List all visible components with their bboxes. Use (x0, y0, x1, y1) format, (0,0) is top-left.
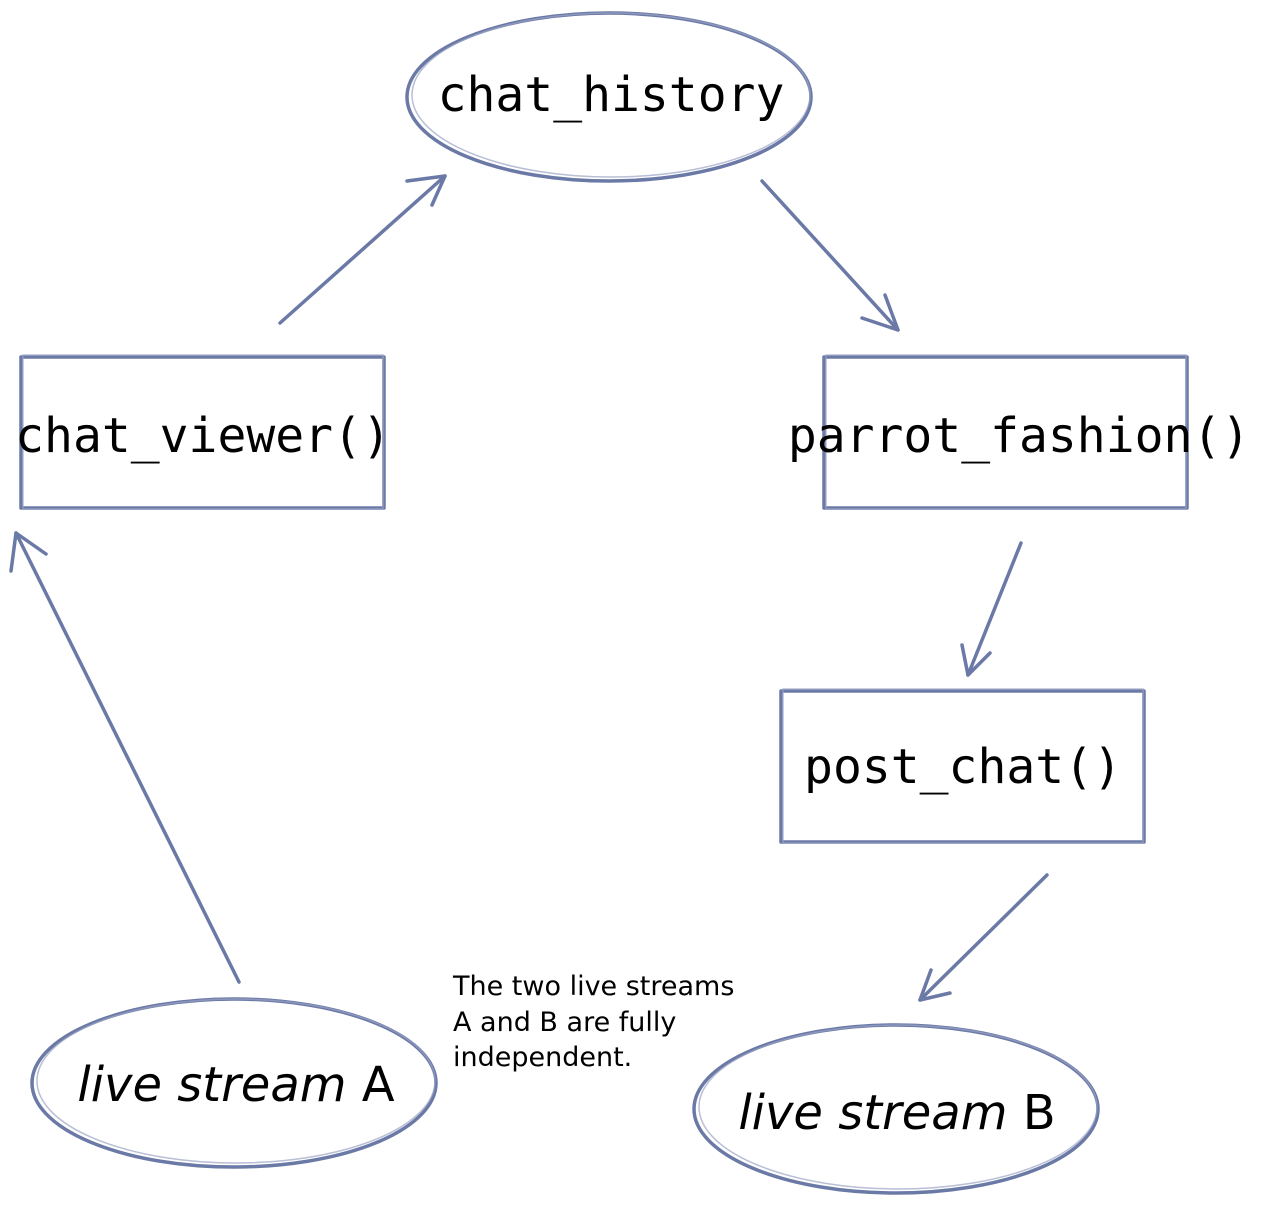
arrow-post-chat-to-stream-b-shaft (918, 873, 1049, 1002)
live-stream-b-italic: live stream (738, 1085, 1007, 1141)
node-parrot-fashion: parrot_fashion() (788, 354, 1250, 510)
arrow-stream-a-to-chat-viewer-shaft (14, 531, 241, 984)
arrow-chat-viewer-to-chat-history (278, 174, 447, 325)
node-post-chat: post_chat() (779, 688, 1146, 844)
arrow-chat-history-to-parrot-fashion-shaft (760, 179, 900, 332)
live-stream-a-italic: live stream (77, 1057, 346, 1113)
live-stream-a-label: live stream A (77, 1057, 394, 1113)
chat-viewer-label: chat_viewer() (15, 408, 391, 464)
live-stream-a-letter: A (362, 1057, 395, 1113)
node-chat-viewer: chat_viewer() (15, 354, 391, 510)
arrow-parrot-fashion-to-post-chat-head (960, 643, 992, 677)
arrow-chat-history-to-parrot-fashion-head (860, 293, 900, 332)
arrow-stream-a-to-chat-viewer-head (9, 531, 48, 573)
arrow-chat-viewer-to-chat-history-head (405, 174, 447, 207)
note-line-1: The two live streams (452, 971, 734, 1002)
note-line-2: A and B are fully (453, 1007, 676, 1038)
arrow-parrot-fashion-to-post-chat-shaft (966, 541, 1023, 677)
post-chat-box-sketch (782, 688, 1144, 844)
chat-history-label: chat_history (438, 67, 785, 123)
arrow-chat-viewer-to-chat-history-shaft (278, 174, 447, 325)
arrow-chat-history-to-parrot-fashion (760, 179, 900, 332)
chat-viewer-box (19, 355, 386, 510)
independence-note: The two live streams A and B are fully i… (452, 971, 743, 1073)
node-live-stream-b: live stream B (692, 1023, 1100, 1195)
parrot-fashion-box (822, 355, 1189, 510)
arrow-post-chat-to-stream-b (918, 873, 1049, 1002)
node-live-stream-a: live stream A (30, 997, 438, 1169)
arrow-stream-a-to-chat-viewer (9, 531, 241, 984)
parrot-fashion-label: parrot_fashion() (788, 408, 1250, 464)
post-chat-box (779, 689, 1146, 844)
post-chat-label: post_chat() (804, 739, 1122, 795)
parrot-fashion-box-sketch (825, 354, 1187, 510)
node-chat-history: chat_history (405, 11, 813, 183)
arrow-post-chat-to-stream-b-head (918, 968, 952, 1002)
live-stream-b-label: live stream B (738, 1085, 1055, 1141)
note-line-3: independent. (453, 1042, 632, 1073)
live-stream-b-ellipse-sketch (698, 1024, 1098, 1190)
live-stream-b-letter: B (1023, 1085, 1056, 1141)
live-stream-a-ellipse-sketch (36, 998, 436, 1164)
chat-history-ellipse-sketch (411, 12, 811, 178)
chat-viewer-box-sketch (22, 354, 384, 510)
arrow-parrot-fashion-to-post-chat (960, 541, 1023, 677)
